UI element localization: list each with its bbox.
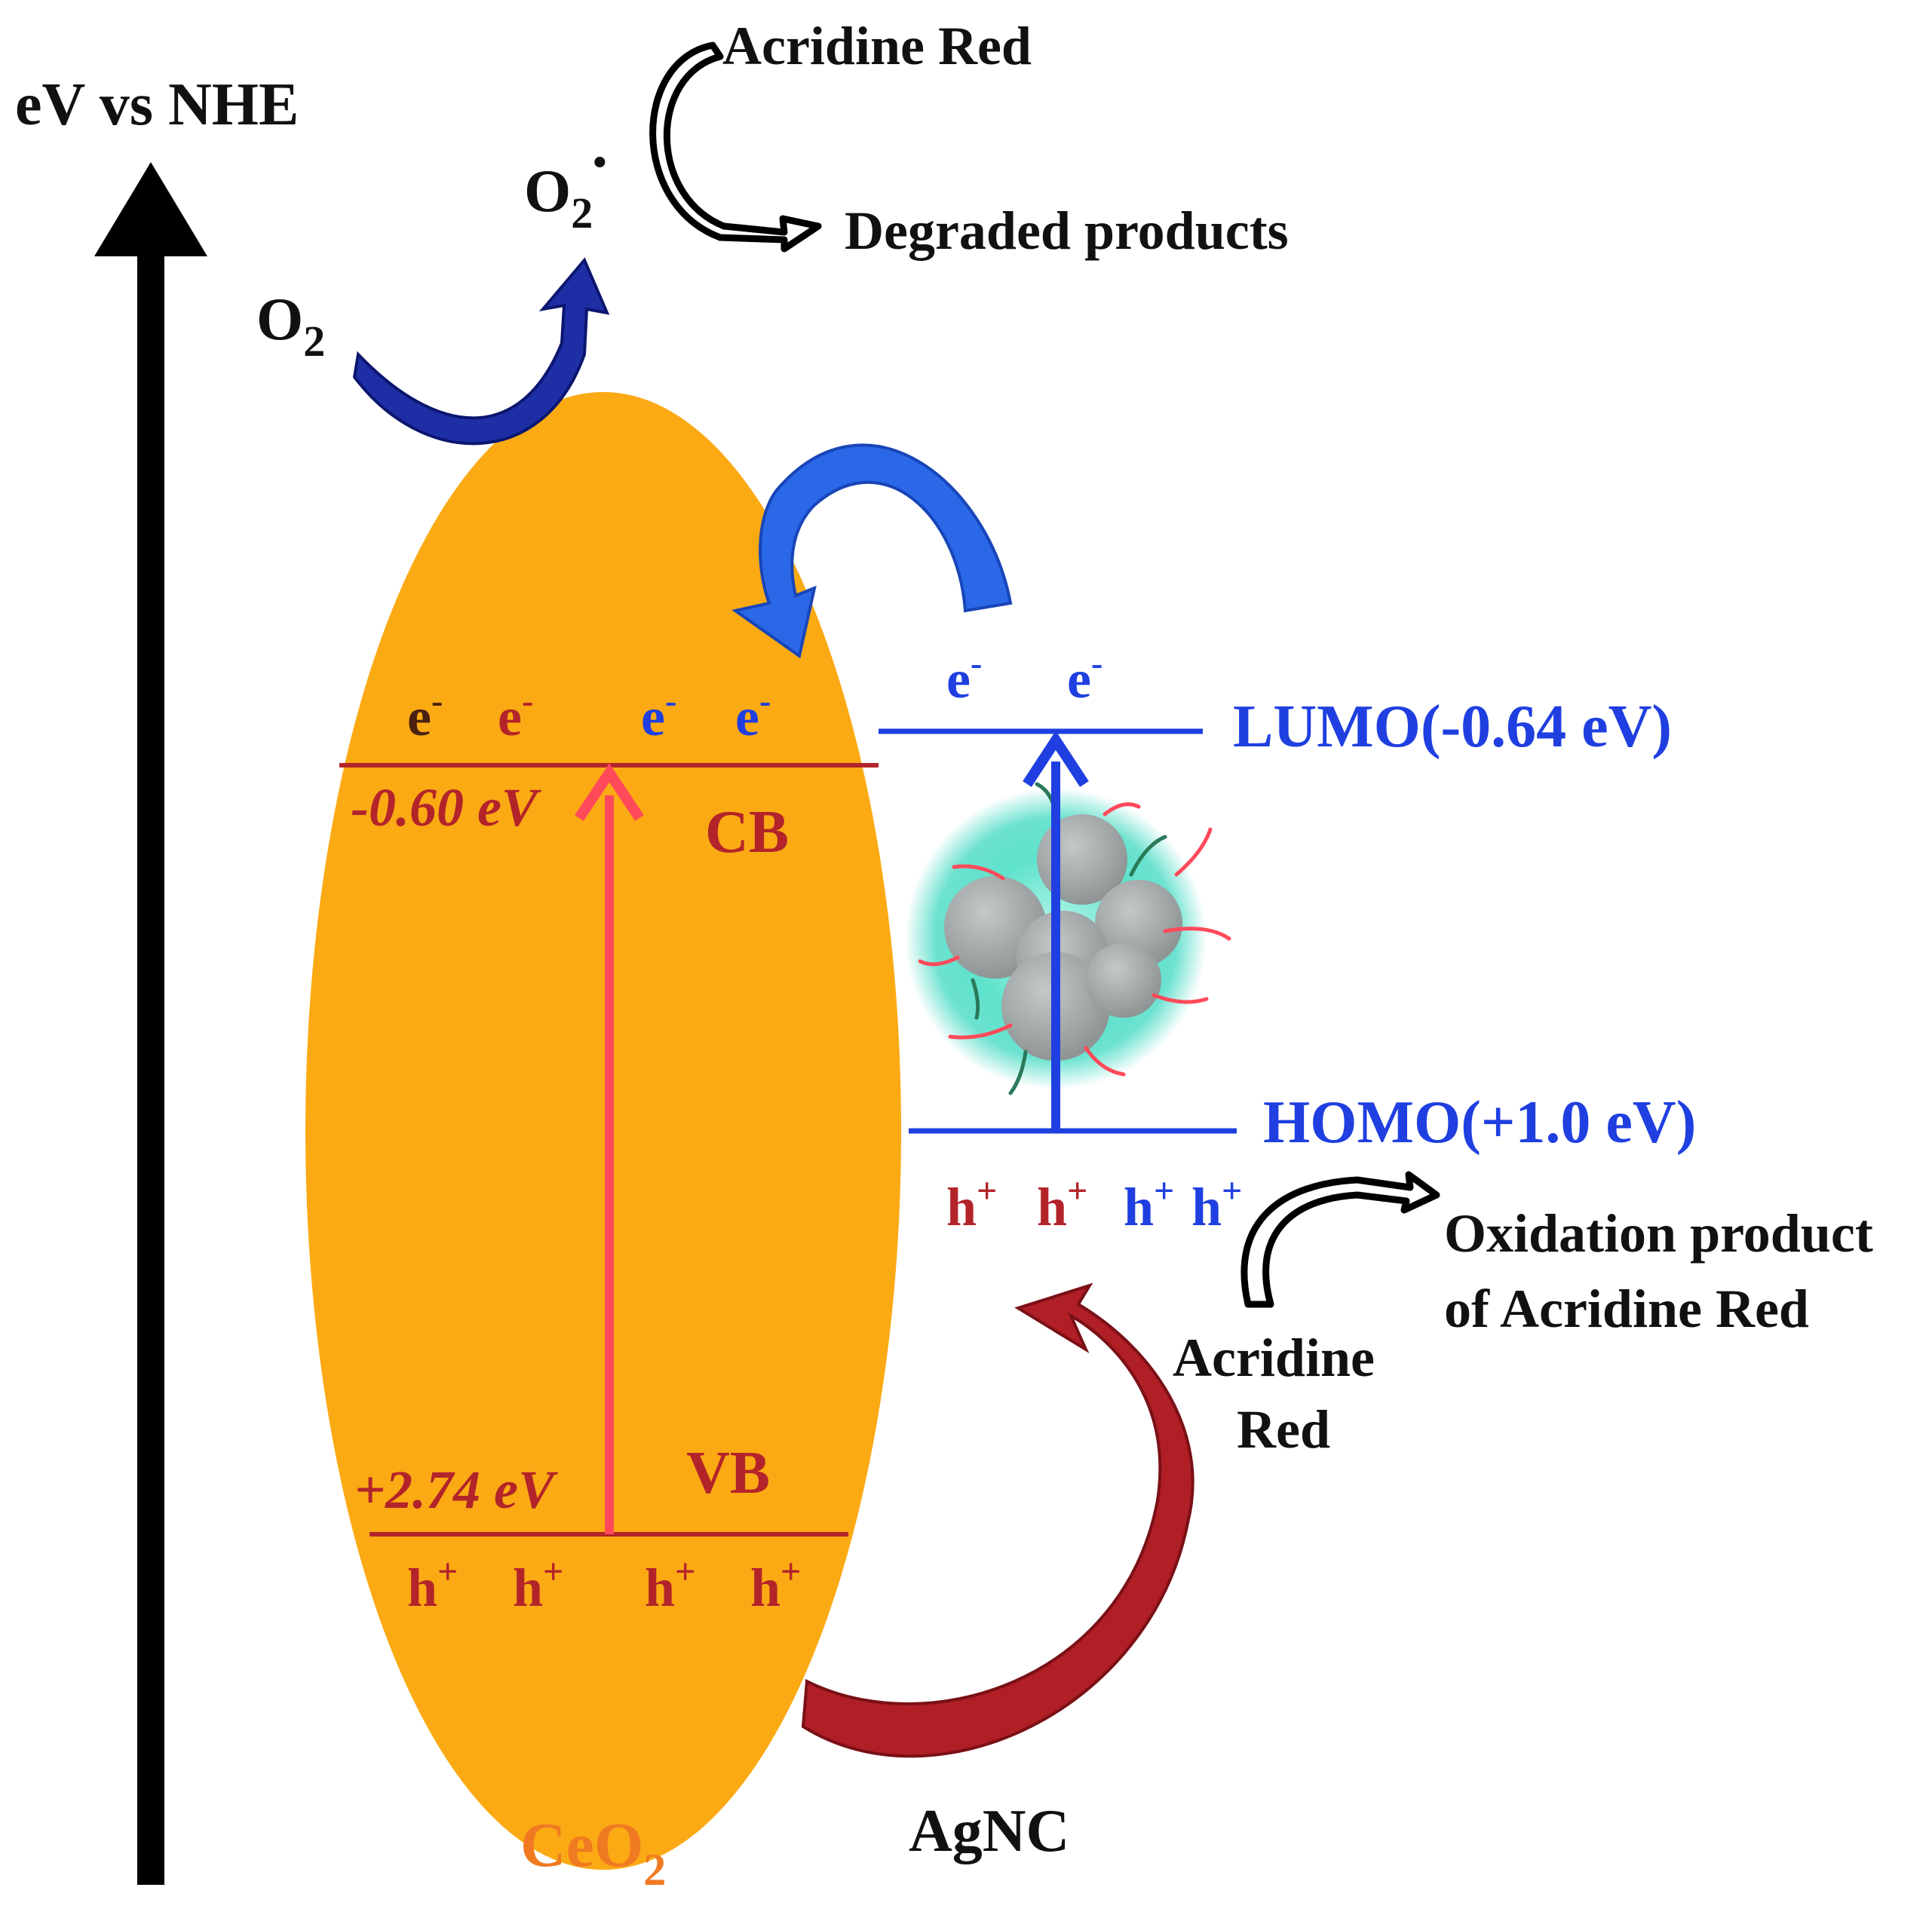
electron: e- bbox=[641, 682, 676, 747]
ceo2-vb-label: VB bbox=[686, 1440, 770, 1506]
oxidation-product-label-2: of Acridine Red bbox=[1444, 1279, 1809, 1339]
oxidation-product-label-1: Oxidation product bbox=[1444, 1203, 1873, 1264]
hole: h+ bbox=[1124, 1171, 1174, 1237]
ceo2-particle bbox=[305, 392, 901, 1870]
degraded-products-label: Degraded products bbox=[845, 201, 1289, 261]
electron-transfer-arrow bbox=[731, 443, 1013, 659]
acridine-red-top-label: Acridine Red bbox=[722, 16, 1032, 76]
ceo2-cb-energy: -0.60 eV bbox=[351, 777, 541, 838]
electron: e- bbox=[946, 644, 982, 709]
superoxide-label: O2• bbox=[524, 141, 606, 237]
hole: h+ bbox=[513, 1552, 563, 1618]
agnc-holes: h+ h+ h+ h+ bbox=[946, 1171, 1242, 1237]
hole: h+ bbox=[645, 1552, 695, 1618]
o2-label: O2 bbox=[256, 286, 325, 366]
ceo2-excitation-arrow bbox=[575, 763, 644, 1534]
ceo2-vb-energy: +2.74 eV bbox=[354, 1460, 558, 1520]
ceo2-label: CeO2 bbox=[520, 1810, 666, 1895]
electron: e- bbox=[498, 682, 533, 747]
agnc-lumo-label: LUMO(-0.64 eV) bbox=[1233, 694, 1672, 760]
energy-axis: eV vs NHE bbox=[15, 72, 299, 1885]
ceo2-holes: h+ h+ h+ h+ bbox=[407, 1552, 801, 1618]
electron: e- bbox=[735, 682, 771, 747]
agnc-electrons: e- e- bbox=[946, 644, 1102, 709]
silver-atom bbox=[1086, 942, 1161, 1018]
degradation-arrow bbox=[649, 41, 822, 253]
hole: h+ bbox=[1037, 1171, 1087, 1237]
acridine-red-bottom-label-2: Red bbox=[1237, 1399, 1330, 1460]
ceo2-cb-label: CB bbox=[705, 799, 789, 866]
energy-axis-arrowhead bbox=[94, 162, 207, 256]
agnc-label: AgNC bbox=[909, 1798, 1069, 1864]
hole: h+ bbox=[1191, 1171, 1242, 1237]
electron: e- bbox=[1067, 644, 1102, 709]
ligand-strands bbox=[918, 782, 1231, 1095]
hole: h+ bbox=[750, 1552, 801, 1618]
acridine-red-bottom-label-1: Acridine bbox=[1173, 1328, 1375, 1388]
ceo2-electrons: e- e- e- e- bbox=[407, 682, 771, 747]
hole-transfer-arrow bbox=[801, 1282, 1194, 1758]
hole: h+ bbox=[407, 1552, 458, 1618]
oxidation-arrow bbox=[1240, 1171, 1440, 1308]
agnc-excitation-arrow bbox=[1023, 731, 1089, 1131]
agnc-homo-label: HOMO(+1.0 eV) bbox=[1263, 1089, 1696, 1156]
hole: h+ bbox=[946, 1171, 997, 1237]
agnc-cluster bbox=[905, 782, 1231, 1095]
energy-axis-label: eV vs NHE bbox=[15, 72, 299, 138]
electron: e- bbox=[407, 682, 443, 747]
o2-reduction-arrow bbox=[352, 257, 610, 446]
